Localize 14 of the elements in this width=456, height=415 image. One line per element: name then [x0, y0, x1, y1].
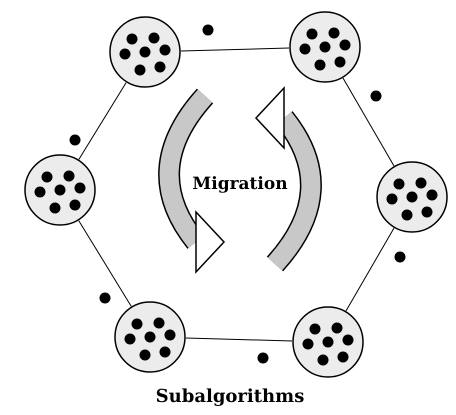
subpopulation-circle — [109, 16, 181, 88]
connector-line — [346, 228, 394, 312]
connector-line — [180, 48, 290, 52]
subpopulation-circle — [114, 301, 186, 373]
caption: Subalgorithms — [154, 388, 306, 406]
connector-line — [342, 78, 394, 166]
subpopulation-circle — [292, 306, 364, 378]
subpopulation-circle — [24, 154, 96, 226]
connector-line — [78, 220, 132, 307]
center-label: Migration — [191, 176, 289, 193]
subpopulation-circle — [376, 161, 448, 233]
connector-line — [78, 82, 127, 160]
connector-line — [185, 338, 293, 342]
subpopulation-circle — [289, 11, 361, 83]
